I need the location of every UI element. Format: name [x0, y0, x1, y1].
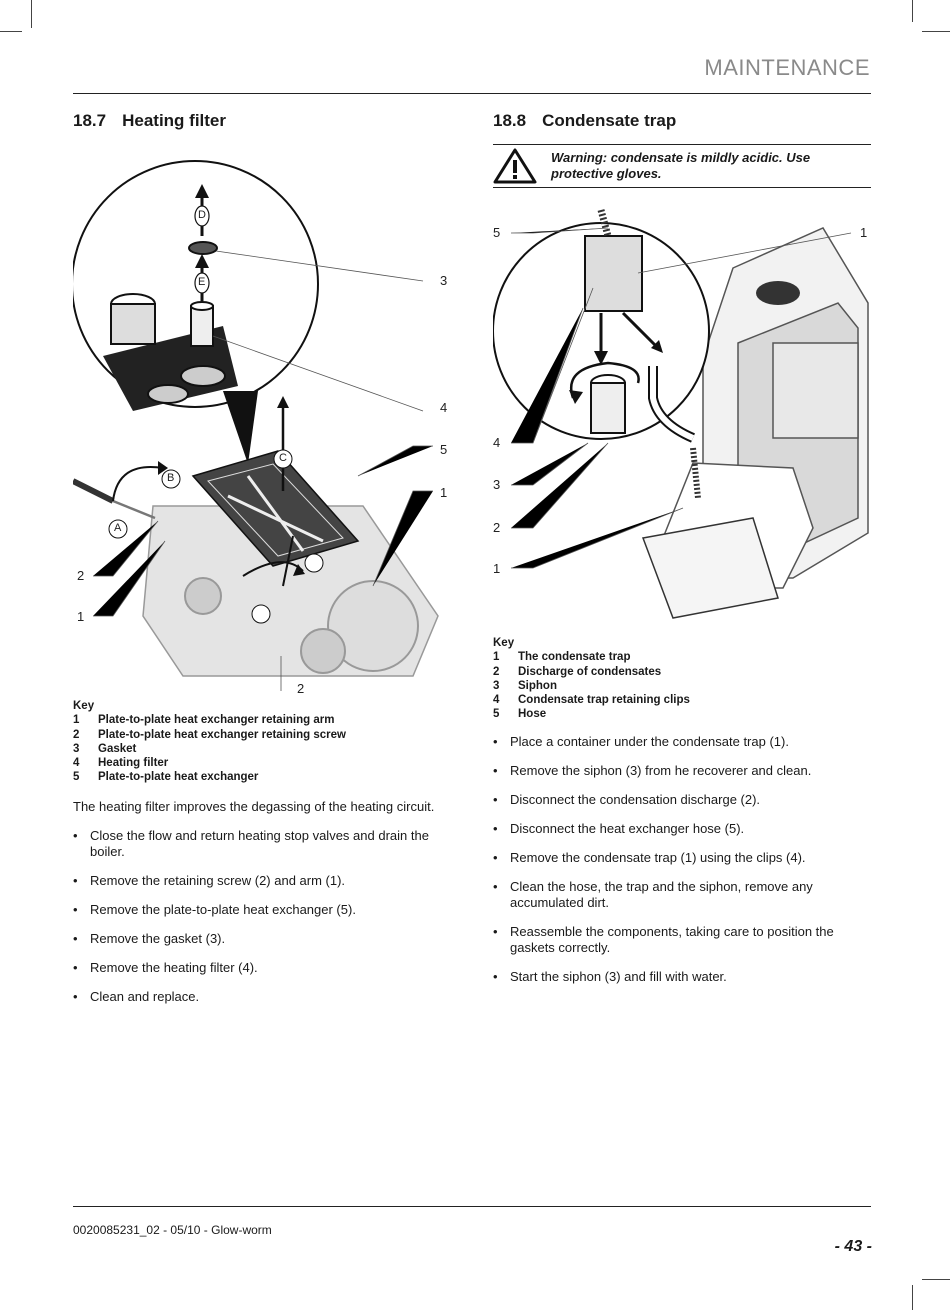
key-num: 4 — [493, 694, 500, 707]
key-row: 1 The condensate trap — [493, 650, 871, 664]
warning-text: Warning: condensate is mildly acidic. Us… — [551, 150, 811, 181]
key-row: 2 Plate-to-plate heat exchanger retaining… — [73, 728, 451, 742]
callout-label: 3 — [493, 477, 501, 492]
key-num: 3 — [493, 679, 500, 692]
key-row: 4 Condensate trap retaining clips — [493, 693, 871, 707]
key-row: 1 Plate-to-plate heat exchanger retaining… — [73, 713, 451, 727]
key-text: Gasket — [98, 742, 137, 755]
callout-label: 1 — [77, 609, 85, 624]
step-item: Remove the heating filter (4). — [73, 960, 451, 976]
key-num: 4 — [73, 757, 80, 770]
key-text: Condensate trap retaining clips — [518, 694, 690, 707]
key-title: Key — [73, 700, 95, 712]
key-row: 3 Siphon — [493, 679, 871, 693]
step-item: Disconnect the heat exchanger hose (5). — [493, 821, 871, 837]
section-number: 18.8 — [493, 111, 527, 130]
page-section-title: MAINTENANCE — [704, 55, 870, 80]
step-list: Close the flow and return heating stop v… — [73, 828, 451, 1005]
intro-paragraph: The heating filter improves the degassin… — [73, 798, 435, 814]
callout-label: 5 — [440, 442, 448, 457]
step-item: Start the siphon (3) and fill with water… — [493, 969, 871, 985]
key-num: 5 — [493, 708, 500, 721]
section-title: Condensate trap — [542, 111, 677, 130]
figure-key: Key 1 The condensate trap 2 Discharge of c… — [493, 636, 871, 722]
crop-mark — [0, 31, 22, 32]
section-heading: 18.7 Heating filter — [73, 108, 451, 134]
callout-label: 1 — [440, 485, 448, 500]
key-text: Discharge of condensates — [518, 665, 662, 678]
key-text: Plate-to-plate heat exchanger retaining … — [98, 714, 335, 727]
document-code: 0020085231_02 - 05/10 - Glow-worm — [73, 1223, 272, 1237]
header-rule — [73, 93, 871, 94]
key-text: Hose — [518, 708, 547, 721]
warning-triangle-icon — [493, 148, 537, 184]
step-item: Remove the siphon (3) from he recoverer … — [493, 763, 871, 779]
step-item: Disconnect the condensation discharge (2… — [493, 792, 871, 808]
key-text: Siphon — [518, 679, 557, 692]
callout-label: 2 — [297, 681, 305, 696]
step-item: Clean the hose, the trap and the siphon,… — [493, 879, 871, 911]
marker-label: A — [114, 522, 122, 534]
marker-label: E — [198, 276, 206, 288]
callout-label: 2 — [77, 568, 85, 583]
step-item: Remove the retaining screw (2) and arm (… — [73, 873, 451, 889]
key-title: Key — [493, 637, 515, 649]
step-item: Reassemble the components, taking care t… — [493, 924, 871, 956]
marker-label: D — [198, 209, 206, 221]
key-num: 2 — [73, 728, 80, 741]
step-item: Place a container under the condensate t… — [493, 734, 871, 750]
step-item: Remove the gasket (3). — [73, 931, 451, 947]
step-item: Remove the plate-to-plate heat exchanger… — [73, 902, 451, 918]
step-item: Clean and replace. — [73, 989, 451, 1005]
callout-label: 2 — [493, 520, 501, 535]
condensate-trap-illustration — [493, 209, 869, 619]
marker-label: B — [167, 472, 175, 484]
callout-label: 4 — [440, 400, 448, 415]
key-text: Plate-to-plate heat exchanger — [98, 771, 259, 784]
key-row: 4 Heating filter — [73, 756, 451, 770]
section-condensate-trap: 18.8 Condensate trap Warning: condensate… — [493, 108, 871, 998]
warning-box: Warning: condensate is mildly acidic. Us… — [493, 144, 871, 188]
key-num: 1 — [73, 714, 80, 727]
step-item: Remove the condensate trap (1) using the… — [493, 850, 871, 866]
key-text: The condensate trap — [518, 651, 631, 664]
step-list: Place a container under the condensate t… — [493, 734, 871, 985]
page-number: - 43 - — [834, 1238, 872, 1255]
callout-label: 1 — [493, 561, 501, 576]
key-num: 3 — [73, 742, 80, 755]
section-heating-filter: 18.7 Heating filter — [73, 108, 451, 1018]
crop-mark — [912, 0, 913, 22]
key-row: 3 Gasket — [73, 742, 451, 756]
key-row: 5 Plate-to-plate heat exchanger — [73, 770, 451, 784]
step-item: Close the flow and return heating stop v… — [73, 828, 451, 860]
crop-mark — [922, 31, 950, 32]
crop-mark — [31, 0, 32, 28]
callout-label: 3 — [440, 273, 448, 288]
section-number: 18.7 — [73, 111, 107, 130]
heating-filter-figure: 3 4 5 1 2 1 2 A B C D E — [73, 146, 451, 696]
crop-mark — [922, 1279, 950, 1280]
section-title: Heating filter — [122, 111, 226, 130]
condensate-trap-figure: 5 1 4 3 2 1 — [493, 208, 871, 628]
heating-filter-illustration — [73, 160, 439, 691]
key-text: Plate-to-plate heat exchanger retaining … — [98, 728, 346, 741]
key-text: Heating filter — [98, 757, 169, 770]
crop-mark — [912, 1285, 913, 1310]
key-row: 5 Hose — [493, 707, 871, 721]
callout-label: 5 — [493, 225, 501, 240]
marker-label: C — [279, 452, 287, 464]
callout-label: 4 — [493, 435, 501, 450]
key-row: 2 Discharge of condensates — [493, 665, 871, 679]
callout-label: 1 — [860, 225, 868, 240]
footer-rule — [73, 1206, 871, 1207]
key-num: 2 — [493, 665, 500, 678]
section-heading: 18.8 Condensate trap — [493, 108, 871, 134]
key-num: 5 — [73, 771, 80, 784]
key-num: 1 — [493, 651, 500, 664]
